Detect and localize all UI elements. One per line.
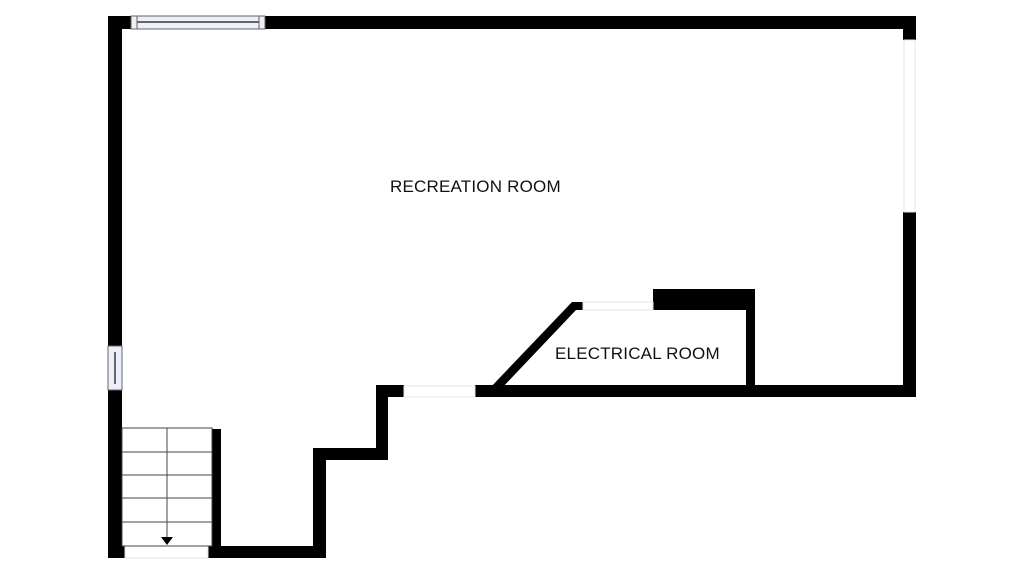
wall-step-vertical-2 xyxy=(313,448,326,558)
wall-left xyxy=(108,16,122,558)
wall-step-vertical-1 xyxy=(376,385,388,460)
wall-bottom-right xyxy=(475,385,916,397)
wall-electrical-diagonal xyxy=(488,302,583,390)
wall-step-horizontal xyxy=(313,448,388,460)
wall-bottom-left xyxy=(208,546,326,558)
door-opening-electrical xyxy=(582,301,654,311)
wall-top xyxy=(108,16,916,29)
room-label-electrical: ELECTRICAL ROOM xyxy=(555,344,720,363)
walls xyxy=(108,16,916,558)
door-opening-right xyxy=(903,39,916,213)
wall-right-upper xyxy=(903,16,916,40)
wall-bottom-corner xyxy=(108,546,125,558)
window-left xyxy=(107,345,123,391)
wall-electrical-block xyxy=(653,289,755,310)
stair-arrow-down-icon xyxy=(161,537,173,545)
staircase xyxy=(121,427,213,547)
room-label-recreation: RECREATION ROOM xyxy=(390,177,561,196)
wall-stair-right xyxy=(212,429,221,558)
wall-right-lower xyxy=(903,212,916,397)
stair-landing-opening xyxy=(124,545,209,559)
window-top xyxy=(130,15,266,30)
door-opening-bottom xyxy=(403,385,476,398)
wall-electrical-right xyxy=(746,289,755,390)
